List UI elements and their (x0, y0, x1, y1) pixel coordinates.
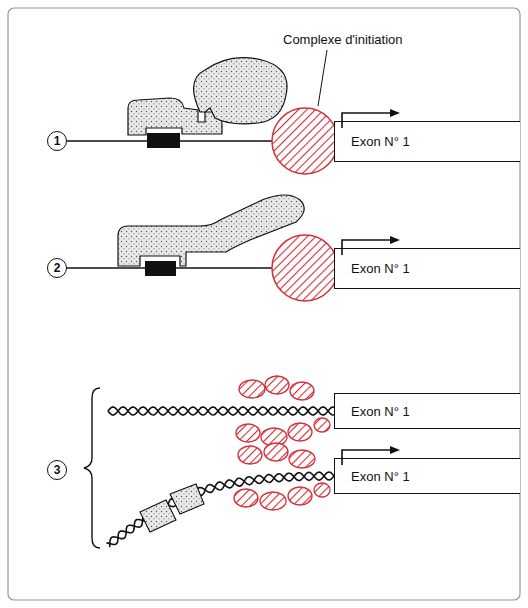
regulatory-site (147, 133, 180, 148)
callout-number: 2 (47, 258, 67, 278)
protein-shape (194, 58, 287, 124)
initiation-complex (272, 235, 338, 301)
protein-shape (170, 484, 204, 514)
exon-box: Exon N° 1 (334, 393, 520, 429)
callout-label: Complexe d'initiation (283, 32, 403, 47)
transcription-arrow (342, 450, 392, 465)
bracket (84, 388, 100, 548)
arrow-head (390, 109, 400, 117)
dna-strand (108, 407, 334, 415)
arrow-head (390, 446, 400, 454)
dna-strand (110, 472, 334, 547)
transcription-arrow (342, 113, 392, 128)
exon-box: Exon N° 1 (334, 121, 520, 162)
transcription-arrow (342, 240, 392, 255)
exon-label: Exon N° 1 (351, 134, 410, 149)
protein-shape (140, 500, 176, 532)
dna-helix (106, 407, 334, 547)
number-text: 2 (54, 261, 61, 275)
leader-line (318, 50, 327, 106)
arrow-head (390, 236, 400, 244)
frame (8, 8, 520, 600)
exon-label: Exon N° 1 (351, 261, 410, 276)
callout-number: 3 (47, 460, 67, 480)
regulatory-site (145, 261, 176, 276)
complex-subunits (234, 376, 330, 510)
number-text: 1 (54, 134, 61, 148)
exon-label: Exon N° 1 (351, 404, 410, 419)
dna-strand (108, 407, 334, 415)
initiation-complex (272, 108, 338, 174)
exon-box: Exon N° 1 (334, 458, 520, 494)
exon-box: Exon N° 1 (334, 248, 520, 289)
callout-number: 1 (47, 131, 67, 151)
exon-label: Exon N° 1 (351, 469, 410, 484)
number-text: 3 (54, 463, 61, 477)
